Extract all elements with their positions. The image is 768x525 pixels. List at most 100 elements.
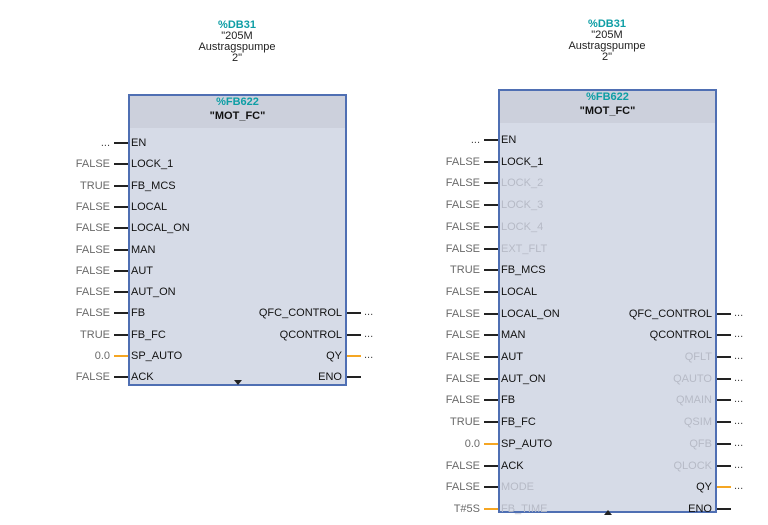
block-2-input-ext_flt-value[interactable]: FALSE [445, 243, 480, 255]
block-2-input-lock_2-value[interactable]: FALSE [445, 177, 480, 189]
block-2-output-qy-value[interactable]: ... [734, 480, 744, 492]
block-2-input-ack-label: ACK [501, 460, 524, 472]
block-2-input-fb_time-wire [484, 508, 498, 510]
block-2-input-aut_on-label: AUT_ON [501, 373, 546, 385]
block-1-output-qfc_control-value[interactable]: ... [364, 306, 374, 318]
block-2-output-qflt-wire [717, 356, 731, 358]
block-1-db-header: %DB31 "205M Austragspumpe 2" [175, 20, 299, 64]
block-2-input-en-value[interactable]: ... [470, 134, 480, 146]
block-2-input-lock_4-value[interactable]: FALSE [445, 221, 480, 233]
block-2-input-fb_fc-label: FB_FC [501, 416, 536, 428]
block-2-output-qauto-label: QAUTO [673, 373, 712, 385]
block-2-input-sp_auto-label: SP_AUTO [501, 438, 553, 450]
block-2-input-local-value[interactable]: FALSE [445, 286, 480, 298]
block-2-input-sp_auto-wire [484, 443, 498, 445]
block-2-output-qauto-value[interactable]: ... [734, 372, 744, 384]
block-1-input-local-label: LOCAL [131, 201, 168, 213]
block-2-output-qcontrol-value[interactable]: ... [734, 328, 744, 340]
block-1-output-qcontrol-label: QCONTROL [279, 329, 342, 341]
block-1-input-local-value[interactable]: FALSE [75, 201, 110, 213]
block-1-input-fb-value[interactable]: FALSE [75, 307, 110, 319]
block-2-input-fb-wire [484, 399, 498, 401]
block-2-input-fb_mcs-wire [484, 269, 498, 271]
block-2-output-qcontrol-wire [717, 334, 731, 336]
block-2-output-qfc_control-wire [717, 313, 731, 315]
block-2-input-mode-label: MODE [501, 481, 534, 493]
block-2-db-header: %DB31 "205M Austragspumpe 2" [545, 19, 669, 63]
block-1-input-local_on-wire [114, 227, 128, 229]
block-2-input-local_on-wire [484, 313, 498, 315]
block-1-fb-name: "MOT_FC" [209, 110, 266, 122]
block-2-input-local-label: LOCAL [501, 286, 538, 298]
block-1-mot-fc[interactable]: %FB622 "MOT_FC" [128, 94, 347, 386]
block-2-input-lock_3-value[interactable]: FALSE [445, 199, 480, 211]
block-1-input-sp_auto-wire [114, 355, 128, 357]
block-2-input-lock_4-label: LOCK_4 [501, 221, 544, 233]
block-2-input-ack-value[interactable]: FALSE [445, 460, 480, 472]
block-1-db-number: %DB31 [218, 19, 256, 31]
block-2-input-lock_1-value[interactable]: FALSE [445, 156, 480, 168]
block-2-input-aut-value[interactable]: FALSE [445, 351, 480, 363]
block-1-input-lock_1-label: LOCK_1 [131, 158, 174, 170]
block-2-input-fb_mcs-value[interactable]: TRUE [450, 264, 480, 276]
block-2-output-qflt-value[interactable]: ... [734, 350, 744, 362]
block-2-input-aut_on-value[interactable]: FALSE [445, 373, 480, 385]
block-2-output-qmain-value[interactable]: ... [734, 393, 744, 405]
block-2-input-local_on-label: LOCAL_ON [501, 308, 560, 320]
block-1-output-qy-wire [347, 355, 361, 357]
block-1-input-aut-wire [114, 270, 128, 272]
block-2-output-qsim-wire [717, 421, 731, 423]
block-2-output-qfc_control-value[interactable]: ... [734, 307, 744, 319]
block-2-output-qlock-value[interactable]: ... [734, 459, 744, 471]
block-2-input-sp_auto-value[interactable]: 0.0 [464, 438, 480, 450]
block-1-output-qcontrol-value[interactable]: ... [364, 328, 374, 340]
block-2-input-fb_fc-value[interactable]: TRUE [450, 416, 480, 428]
block-1-db-name-line-1: "205M [221, 30, 253, 42]
block-1-input-fb_mcs-label: FB_MCS [131, 180, 176, 192]
block-1-input-ack-value[interactable]: FALSE [75, 371, 110, 383]
block-2-mot-fc[interactable]: %FB622 "MOT_FC" [498, 89, 717, 513]
block-1-output-qfc_control-wire [347, 312, 361, 314]
block-1-input-local_on-label: LOCAL_ON [131, 222, 190, 234]
block-2-collapse-arrow-icon[interactable] [603, 510, 612, 515]
block-1-input-fb_fc-value[interactable]: TRUE [80, 329, 110, 341]
block-1-input-aut-label: AUT [131, 265, 153, 277]
block-2-input-aut_on-wire [484, 378, 498, 380]
block-1-input-aut_on-value[interactable]: FALSE [75, 286, 110, 298]
block-1-input-aut_on-wire [114, 291, 128, 293]
block-2-output-qauto-wire [717, 378, 731, 380]
block-1-input-local_on-value[interactable]: FALSE [75, 222, 110, 234]
block-2-input-local_on-value[interactable]: FALSE [445, 308, 480, 320]
block-2-input-lock_1-wire [484, 161, 498, 163]
block-2-input-mode-value[interactable]: FALSE [445, 481, 480, 493]
block-2-input-mode-wire [484, 486, 498, 488]
block-1-input-aut-value[interactable]: FALSE [75, 265, 110, 277]
block-1-input-fb_mcs-value[interactable]: TRUE [80, 180, 110, 192]
block-2-input-fb-label: FB [501, 394, 516, 406]
block-2-input-man-label: MAN [501, 329, 526, 341]
block-2-output-qfb-value[interactable]: ... [734, 437, 744, 449]
block-2-output-qsim-value[interactable]: ... [734, 415, 744, 427]
block-2-db-name-line-1: "205M [591, 29, 623, 41]
block-1-output-qy-value[interactable]: ... [364, 349, 374, 361]
block-1-expand-arrow-icon[interactable] [233, 380, 242, 385]
block-2-input-fb_time-value[interactable]: T#5S [453, 503, 480, 515]
block-2-input-en-wire [484, 139, 498, 141]
block-1-input-lock_1-value[interactable]: FALSE [75, 158, 110, 170]
block-1-output-eno-label: ENO [318, 371, 342, 383]
block-2-input-fb-value[interactable]: FALSE [445, 394, 480, 406]
block-2-output-eno-wire [717, 508, 731, 510]
block-1-input-lock_1-wire [114, 163, 128, 165]
block-2-input-aut-wire [484, 356, 498, 358]
block-1-db-name-line-2: Austragspumpe [198, 41, 276, 53]
block-1-output-qfc_control-label: QFC_CONTROL [258, 307, 342, 319]
block-2-input-fb_mcs-label: FB_MCS [501, 264, 546, 276]
block-2-fb-name: "MOT_FC" [579, 105, 636, 117]
block-1-input-local-wire [114, 206, 128, 208]
block-1-input-en-value[interactable]: ... [100, 137, 110, 149]
block-1-input-man-value[interactable]: FALSE [75, 244, 110, 256]
block-1-input-sp_auto-value[interactable]: 0.0 [94, 350, 110, 362]
block-2-input-lock_3-wire [484, 204, 498, 206]
block-2-input-man-value[interactable]: FALSE [445, 329, 480, 341]
block-2-output-eno-label: ENO [688, 503, 712, 515]
